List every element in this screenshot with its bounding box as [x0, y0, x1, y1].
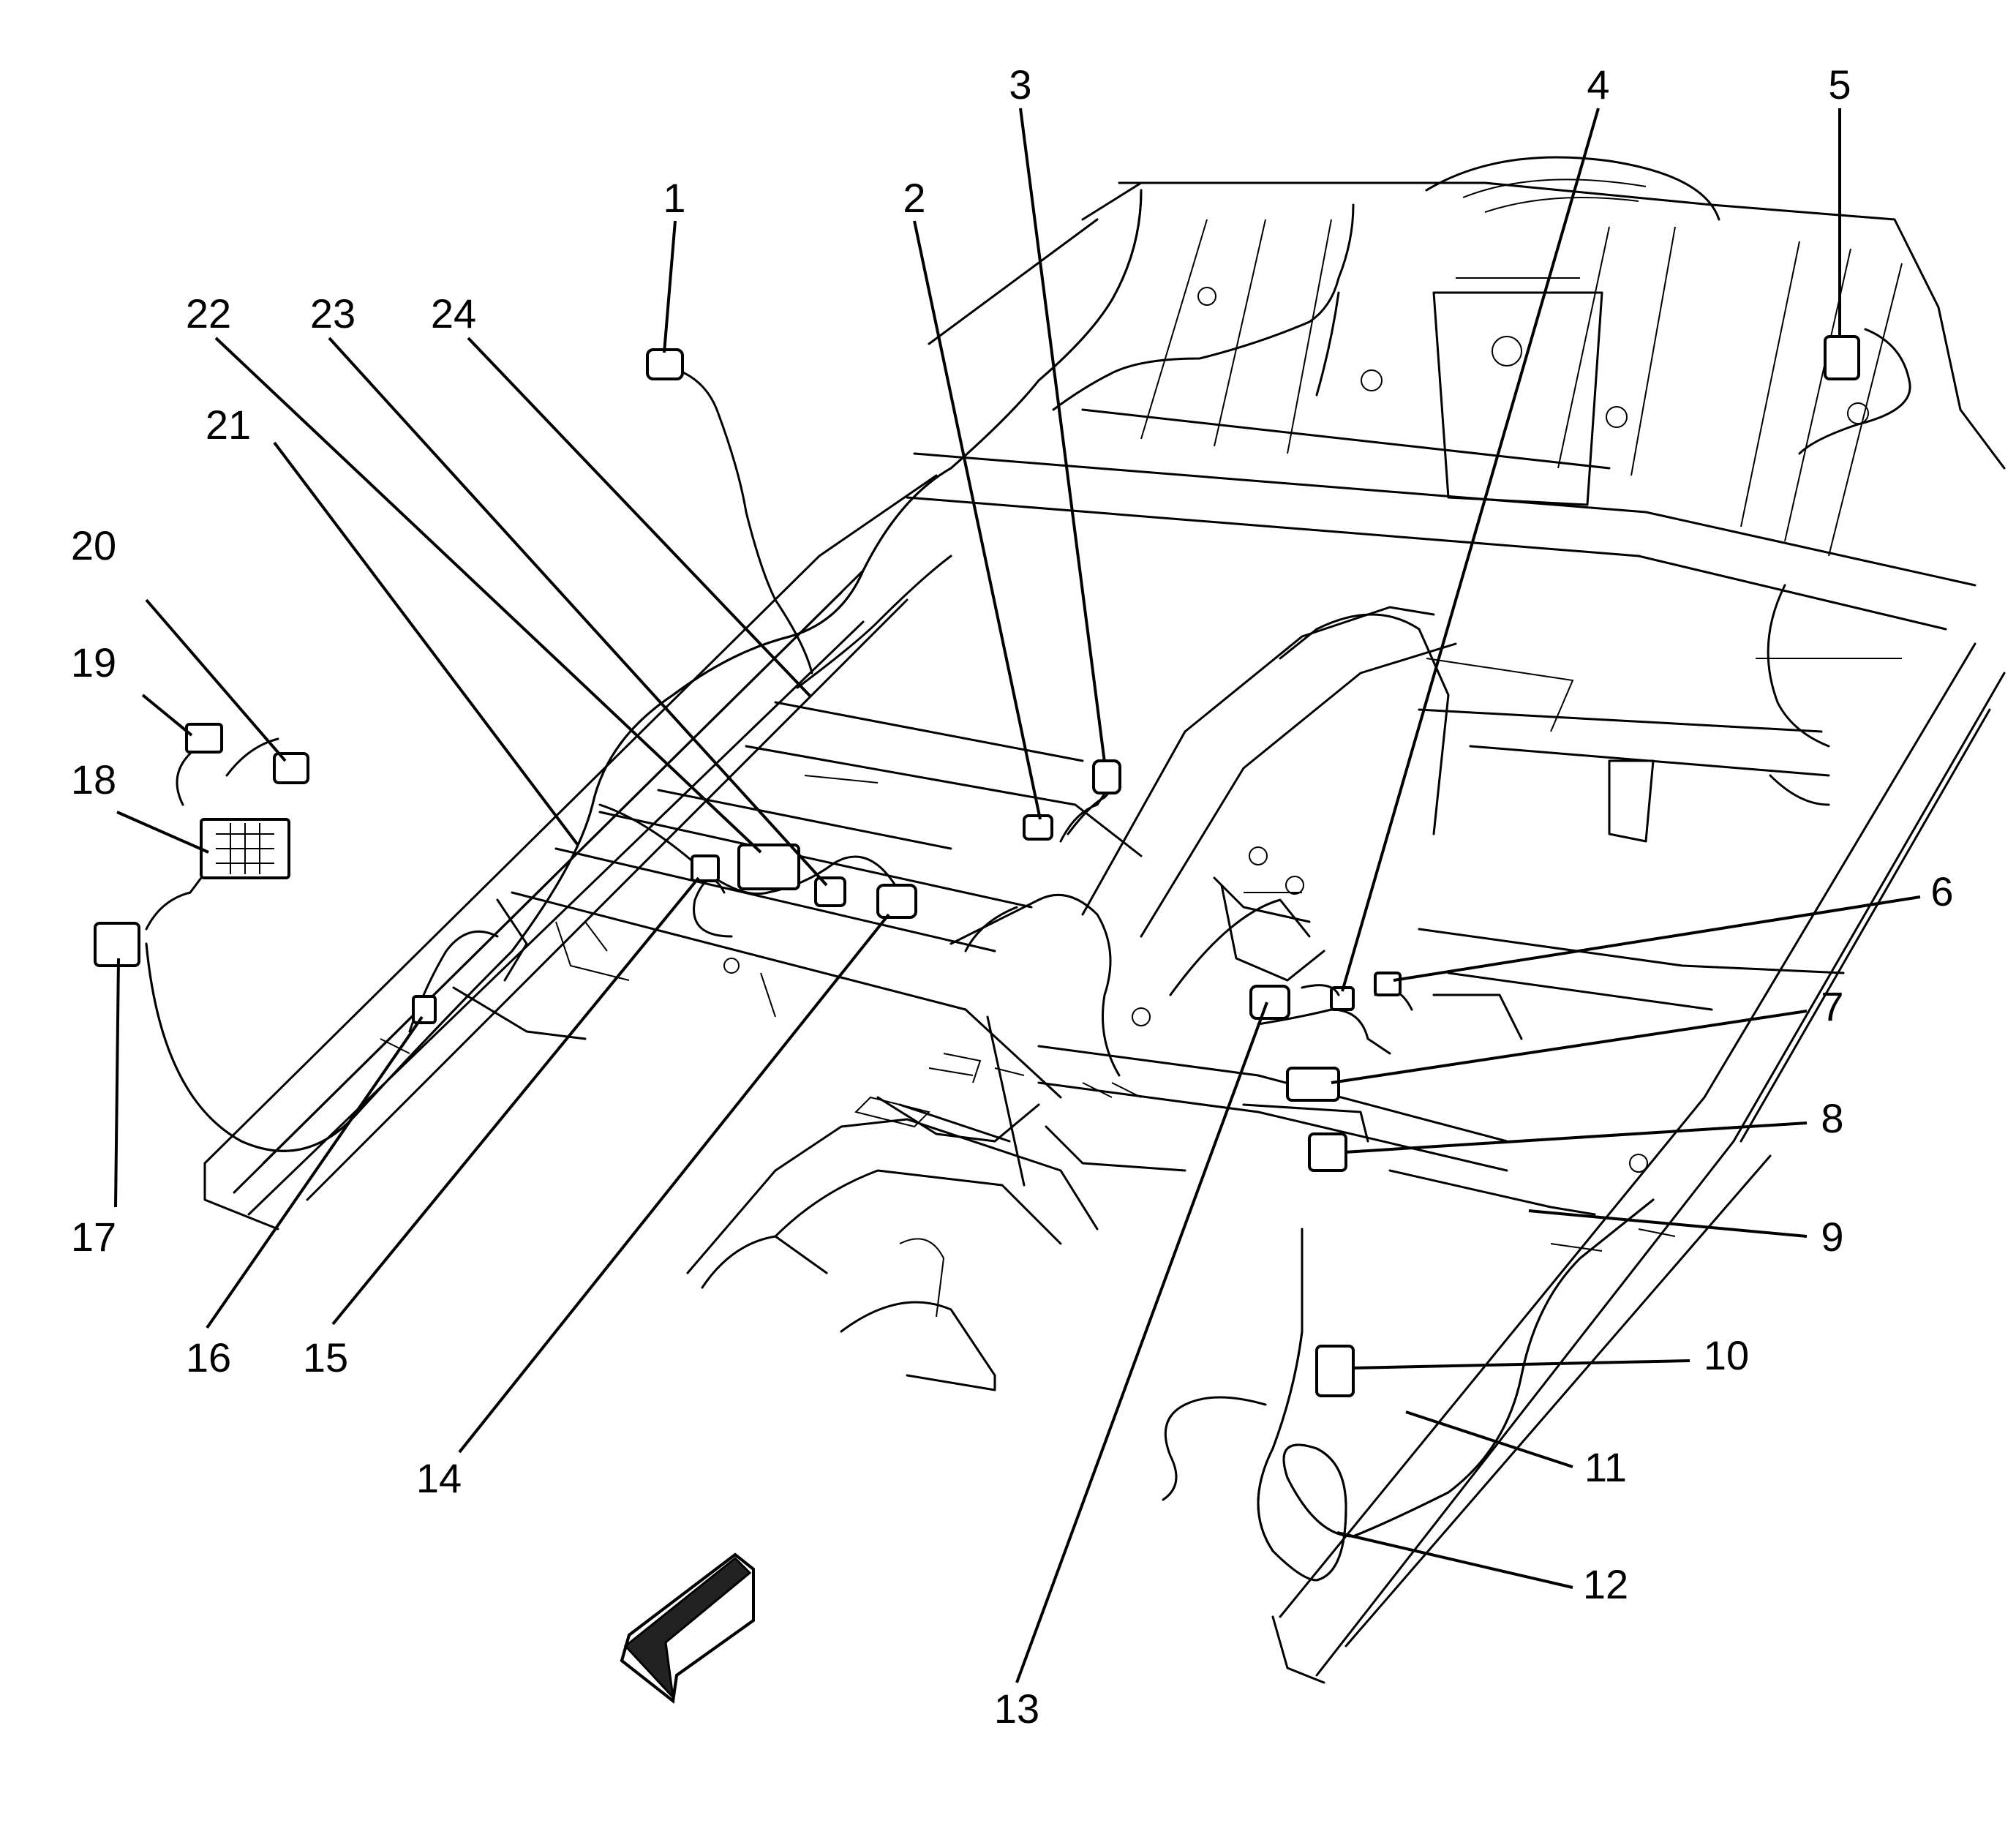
callout-23: 23: [310, 290, 356, 337]
callout-7: 7: [1821, 983, 1843, 1029]
callout-14: 14: [416, 1455, 462, 1501]
connector-4-pigtail: [1301, 984, 1340, 996]
callout-12: 12: [1583, 1561, 1628, 1607]
connector-14: [876, 884, 917, 919]
connector-23: [814, 876, 846, 907]
callout-11: 11: [1584, 1444, 1627, 1490]
connector-22: [737, 844, 800, 890]
callout-16: 16: [186, 1334, 231, 1380]
connector-1: [646, 348, 684, 380]
connector-10: [1315, 1345, 1355, 1397]
callout-2: 2: [903, 175, 925, 221]
leader-lines: [114, 108, 1921, 1683]
callout-20: 20: [71, 522, 116, 568]
callout-1: 1: [663, 175, 685, 221]
callout-18: 18: [71, 756, 116, 803]
callout-10: 10: [1704, 1332, 1749, 1378]
connector-8: [1308, 1132, 1347, 1172]
callout-9: 9: [1821, 1214, 1843, 1260]
connector-2: [1023, 814, 1053, 841]
callout-15: 15: [303, 1334, 348, 1380]
callout-19: 19: [71, 639, 116, 685]
callout-17: 17: [71, 1214, 116, 1260]
callout-3: 3: [1009, 61, 1031, 108]
callout-5: 5: [1828, 61, 1851, 108]
callout-6: 6: [1930, 868, 1953, 914]
callout-13: 13: [994, 1686, 1039, 1732]
connector-20: [273, 752, 309, 784]
connector-15: [691, 854, 720, 882]
callout-24: 24: [431, 290, 476, 337]
callout-22: 22: [186, 290, 231, 337]
connector-7-bracket: [1242, 1103, 1369, 1143]
callout-8: 8: [1821, 1095, 1843, 1141]
floor-pan-body: [203, 156, 2006, 1684]
connector-18-pins: [216, 823, 274, 874]
callout-21: 21: [206, 402, 251, 448]
connector-5: [1824, 335, 1860, 380]
connector-6: [1374, 972, 1402, 996]
connector-19: [185, 723, 223, 754]
connector-13: [1249, 985, 1290, 1020]
connector-3: [1092, 759, 1121, 794]
front-direction-arrow-icon: [620, 1552, 755, 1704]
callout-4: 4: [1587, 61, 1609, 108]
connector-7: [1286, 1067, 1340, 1102]
callout-numbers: 1 2 3 4 5 6 7 8 9 10 11 12 13 14 15 16 1…: [71, 61, 1954, 1732]
connectors: [94, 335, 1860, 1397]
connector-16: [412, 995, 437, 1024]
